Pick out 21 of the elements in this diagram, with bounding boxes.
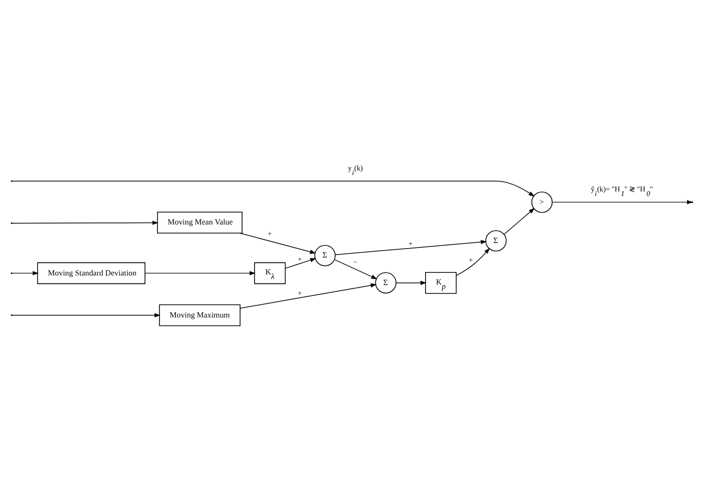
arrow xyxy=(396,280,427,285)
arrow xyxy=(335,240,487,256)
node-circle: Σ xyxy=(485,230,507,252)
arrow xyxy=(285,258,316,269)
node-box: Moving Maximum xyxy=(159,304,240,326)
node-circle: Σ xyxy=(314,244,336,266)
arrow xyxy=(12,271,39,276)
arrow xyxy=(552,200,693,204)
node-circle: Σ xyxy=(375,272,396,294)
node-box: Moving Mean Value xyxy=(157,212,242,234)
arrow xyxy=(144,271,256,276)
node-box: Moving Standard Deviation xyxy=(37,262,146,284)
arrow xyxy=(504,208,535,235)
arrow xyxy=(12,180,535,197)
arrow xyxy=(240,283,377,309)
arrow xyxy=(334,259,378,280)
node-circle: > xyxy=(531,192,553,213)
arrow xyxy=(456,248,490,276)
arrow xyxy=(12,220,158,225)
arrow xyxy=(12,313,160,318)
arrow xyxy=(240,232,316,254)
